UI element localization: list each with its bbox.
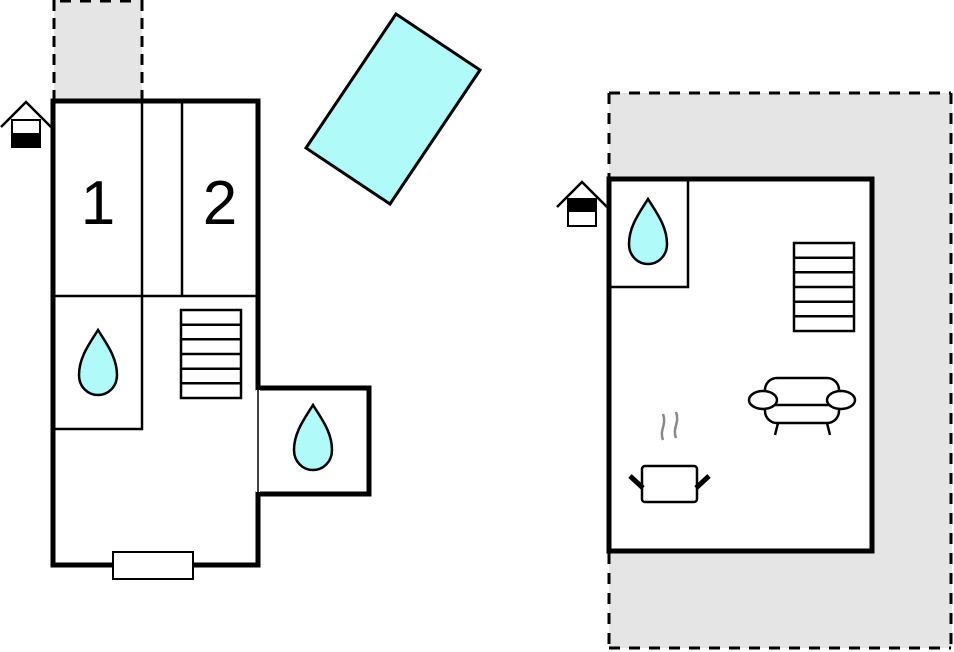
terrace-north <box>52 0 144 100</box>
upper-floor <box>556 91 953 650</box>
entrance-icon <box>0 100 52 148</box>
stairs-icon <box>792 241 856 333</box>
entrance-icon <box>556 180 608 227</box>
swimming-pool <box>303 11 483 207</box>
door-icon <box>112 551 194 580</box>
stairs-icon <box>179 308 243 400</box>
kitchen-icon <box>628 411 711 504</box>
room-2-label: 2 <box>203 169 237 238</box>
sofa-icon <box>747 376 857 436</box>
room-1-label: 1 <box>81 169 115 238</box>
ground-floor: 1 2 <box>0 0 372 580</box>
